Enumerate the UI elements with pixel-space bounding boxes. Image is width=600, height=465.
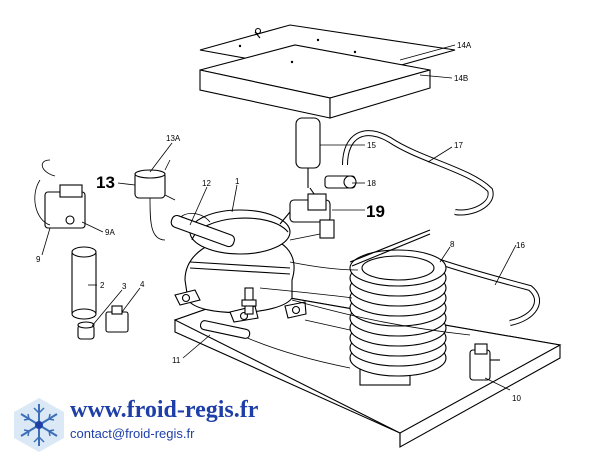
evaporator-plate [199, 24, 456, 119]
label-18: 18 [367, 179, 376, 188]
part-10 [469, 343, 500, 381]
part-2 [71, 246, 97, 320]
label-15: 15 [367, 141, 376, 150]
condenser-coil [349, 229, 447, 386]
leader-lines [41, 44, 517, 391]
label-16: 16 [516, 241, 525, 250]
part-3 [77, 321, 95, 340]
label-10: 10 [512, 394, 521, 403]
part-13 [134, 159, 176, 241]
label-11: 11 [172, 356, 181, 365]
part-11 [199, 320, 251, 339]
label-4: 4 [140, 280, 145, 289]
label-9: 9 [36, 255, 41, 264]
filter-drier [295, 117, 326, 211]
label-12: 12 [202, 179, 211, 188]
label-19: 19 [366, 202, 385, 221]
label-13: 13 [96, 173, 115, 192]
label-17: 17 [454, 141, 463, 150]
tube-16 [439, 259, 541, 326]
part-4 [105, 305, 129, 333]
compressor [174, 209, 307, 323]
thermostat-9 [34, 159, 86, 229]
label-2: 2 [100, 281, 105, 290]
label-14a: 14A [457, 41, 472, 50]
snowflake-logo-icon [14, 398, 64, 452]
contact-email-link[interactable]: contact@froid-regis.fr [70, 426, 195, 441]
website-link[interactable]: www.froid-regis.fr [70, 397, 259, 423]
solenoid-valve-19 [279, 193, 335, 239]
label-3: 3 [122, 282, 127, 291]
label-9a: 9A [105, 228, 115, 237]
label-14b: 14B [454, 74, 468, 83]
label-1: 1 [235, 177, 240, 186]
valve-18 [324, 175, 357, 189]
label-13a: 13A [166, 134, 181, 143]
label-8: 8 [450, 240, 455, 249]
